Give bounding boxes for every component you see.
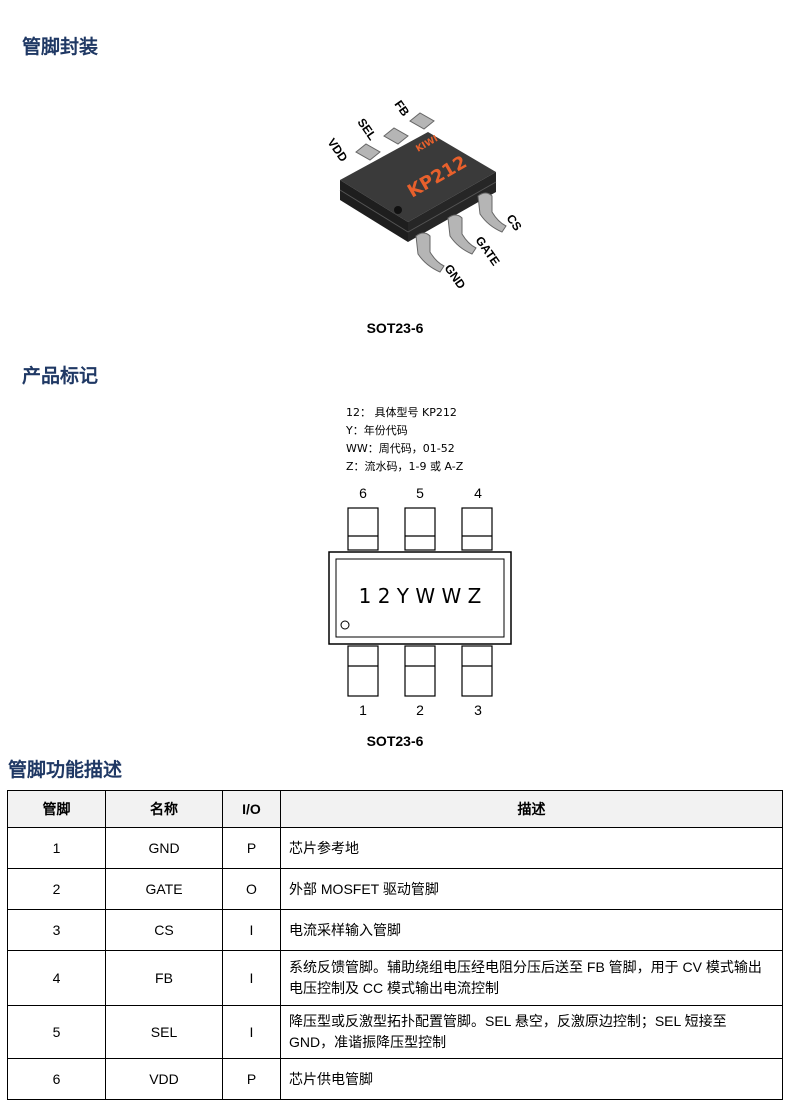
cell-desc: 芯片供电管脚 <box>280 1058 783 1100</box>
cell-io: P <box>222 827 281 869</box>
lead-fb <box>409 112 435 130</box>
cell-pin: 6 <box>7 1058 106 1100</box>
pin-number-5: 5 <box>416 485 424 501</box>
cell-pin: 3 <box>7 909 106 951</box>
cell-io: P <box>222 1058 281 1100</box>
pin-label-gate: GATE <box>473 234 503 269</box>
pin-label-vdd: VDD <box>325 136 351 165</box>
pad-2 <box>404 645 436 697</box>
lead-gate <box>447 214 477 255</box>
lead-gnd <box>415 232 445 273</box>
table-row: 6 VDD P 芯片供电管脚 <box>7 1058 783 1100</box>
section-title-marking: 产品标记 <box>22 365 99 387</box>
header-name: 名称 <box>105 790 223 828</box>
pin-number-6: 6 <box>359 485 367 501</box>
cell-io: I <box>222 909 281 951</box>
cell-name: FB <box>105 950 223 1006</box>
header-desc: 描述 <box>280 790 783 828</box>
marking-note-4: Z：流水码，1-9 或 A-Z <box>346 460 464 473</box>
pin-label-cs: CS <box>504 212 525 234</box>
section-title-package: 管脚封装 <box>22 36 99 58</box>
marking-caption: SOT23-6 <box>366 733 424 749</box>
cell-desc: 电流采样输入管脚 <box>280 909 783 951</box>
section-title-function: 管脚功能描述 <box>8 759 123 781</box>
pin-number-3: 3 <box>474 702 482 718</box>
header-io: I/O <box>222 790 281 828</box>
chip-body <box>339 132 497 242</box>
cell-desc: 芯片参考地 <box>280 827 783 869</box>
cell-desc: 系统反馈管脚。辅助绕组电压经电阻分压后送至 FB 管脚，用于 CV 模式输出电压… <box>280 950 783 1006</box>
bottom-leads <box>415 192 507 273</box>
cell-name: CS <box>105 909 223 951</box>
marking-code: 1 2 Y W W Z <box>359 584 482 608</box>
package-caption: SOT23-6 <box>366 320 424 336</box>
marking-diagram: 6 5 4 1 2 Y W W Z 1 2 3 <box>328 485 512 718</box>
cell-pin: 4 <box>7 950 106 1006</box>
cell-name: VDD <box>105 1058 223 1100</box>
pad-6 <box>347 507 379 551</box>
marking-body-inner <box>335 558 505 638</box>
pin-label-gnd: GND <box>442 262 469 292</box>
cell-io: O <box>222 868 281 910</box>
cell-pin: 2 <box>7 868 106 910</box>
cell-pin: 1 <box>7 827 106 869</box>
table-row: 5 SEL I 降压型或反激型拓扑配置管脚。SEL 悬空，反激原边控制；SEL … <box>7 1005 783 1059</box>
pin-function-table: 管脚 名称 I/O 描述 1 GND P 芯片参考地 2 GATE O 外部 M… <box>7 790 783 1100</box>
cell-name: GND <box>105 827 223 869</box>
cell-pin: 5 <box>7 1005 106 1059</box>
pad-1 <box>347 645 379 697</box>
lead-vdd <box>355 143 381 161</box>
table-row: 2 GATE O 外部 MOSFET 驱动管脚 <box>7 868 783 910</box>
marking-note-3: WW：周代码，01-52 <box>346 442 455 455</box>
pad-3 <box>461 645 493 697</box>
cell-name: SEL <box>105 1005 223 1059</box>
pin-label-sel: SEL <box>355 116 380 143</box>
marking-note-2: Y：年份代码 <box>346 424 408 437</box>
pin-number-1: 1 <box>359 702 367 718</box>
table-header-row: 管脚 名称 I/O 描述 <box>7 790 783 828</box>
pin1-dot <box>394 206 402 214</box>
table-row: 3 CS I 电流采样输入管脚 <box>7 909 783 951</box>
marking-note-1: 12： 具体型号 KP212 <box>346 406 457 419</box>
pad-5 <box>404 507 436 551</box>
package-illustration: KIWI KP212 VDD SEL FB GND GATE CS <box>325 98 525 292</box>
cell-io: I <box>222 950 281 1006</box>
marking-pin1-dot <box>340 620 350 630</box>
lead-cs <box>477 192 507 233</box>
table-row: 1 GND P 芯片参考地 <box>7 827 783 869</box>
pad-4 <box>461 507 493 551</box>
pin-number-2: 2 <box>416 702 424 718</box>
marking-body <box>328 551 512 645</box>
pin-number-4: 4 <box>474 485 482 501</box>
cell-desc: 外部 MOSFET 驱动管脚 <box>280 868 783 910</box>
pin-label-fb: FB <box>392 98 413 119</box>
cell-io: I <box>222 1005 281 1059</box>
table-row: 4 FB I 系统反馈管脚。辅助绕组电压经电阻分压后送至 FB 管脚，用于 CV… <box>7 950 783 1006</box>
cell-name: GATE <box>105 868 223 910</box>
lead-sel <box>383 127 409 145</box>
cell-desc: 降压型或反激型拓扑配置管脚。SEL 悬空，反激原边控制；SEL 短接至 GND，… <box>280 1005 783 1059</box>
top-leads <box>355 112 435 161</box>
header-pin: 管脚 <box>7 790 106 828</box>
